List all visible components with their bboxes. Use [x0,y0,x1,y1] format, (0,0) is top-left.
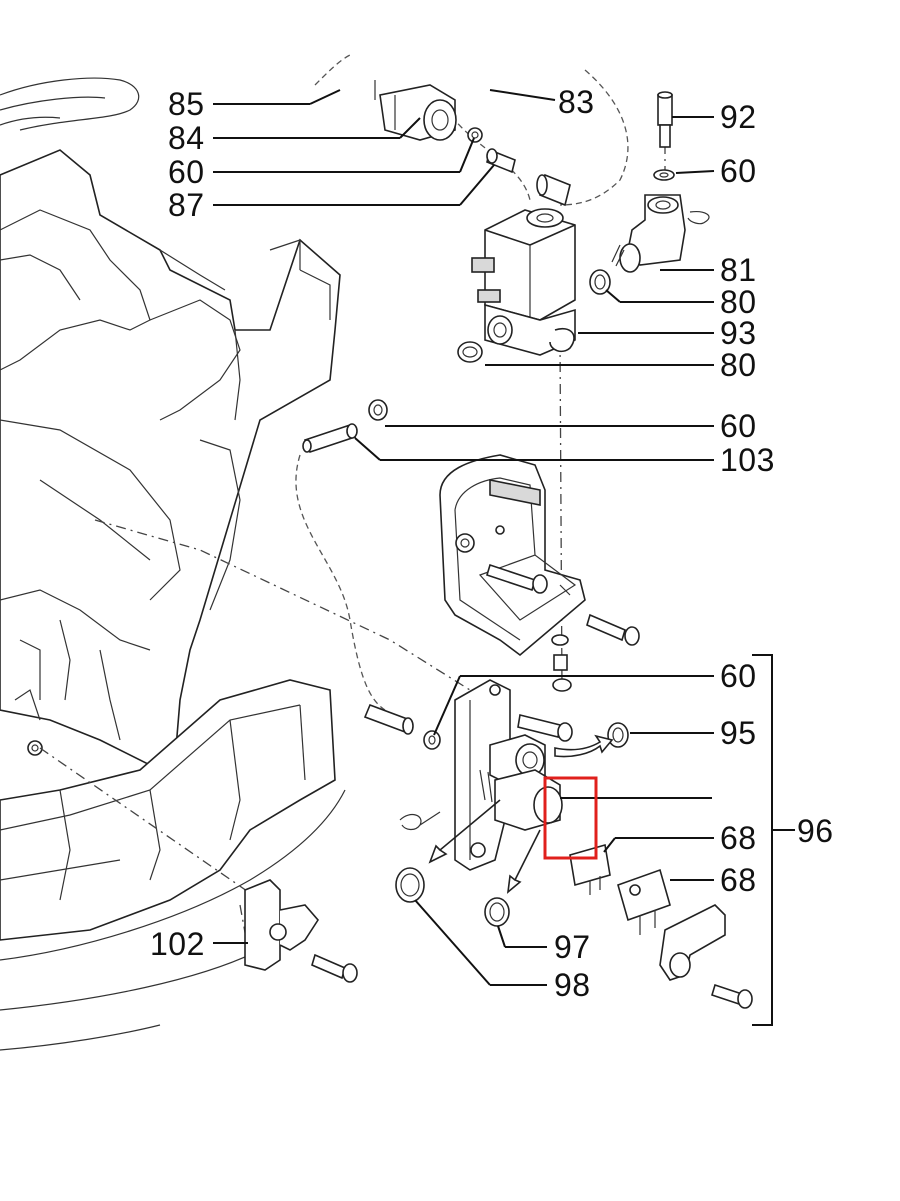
part-60-washer-mid [368,399,388,421]
part-93-solenoid-valve [471,208,576,356]
part-80-oring-right [589,269,611,295]
highlight-box [543,776,598,860]
assembly-centerlines [39,54,666,961]
part-68-microswitch-b [617,868,671,935]
lower-pin [363,703,414,735]
part-sleeve-top [536,173,571,207]
bracket-screws [486,563,640,646]
small-nut-stack [551,634,572,692]
switch-holder [659,904,753,1009]
callout-92: 92 [720,99,757,135]
leader-lines [213,89,795,1026]
callout-102: 102 [150,926,205,962]
part-81-elbow-fitting [611,194,710,273]
part-60-washer-top [467,127,483,143]
part-87-pin [486,148,516,174]
part-103-pin [302,423,358,453]
callout-60-top: 60 [168,154,205,190]
callout-87: 87 [168,187,205,223]
callout-68-upper: 68 [720,820,757,856]
callout-85: 85 [168,86,205,122]
callout-97: 97 [554,929,591,965]
callout-81: 81 [720,252,757,288]
housing-body [0,77,346,1051]
part-84-valve-body [374,80,457,141]
callout-84: 84 [168,120,205,156]
mounting-bracket [439,454,586,657]
callout-60-lower: 60 [720,658,757,694]
callout-68-lower: 68 [720,862,757,898]
callout-60-right: 60 [720,153,757,189]
part-80-oring-left [457,341,483,363]
part-102-clip [244,879,358,983]
callout-95: 95 [720,715,757,751]
part-95-oring [607,722,629,748]
callout-83: 83 [558,84,595,120]
part-97-ring [484,897,510,927]
part-68-microswitch-a [569,843,611,895]
part-60-washer-lower [423,730,441,750]
callout-93: 93 [720,315,757,351]
callout-80-lower: 80 [720,347,757,383]
part-98-ring [395,867,425,903]
callout-60-mid: 60 [720,408,757,444]
part-92-stem [657,91,673,148]
callout-labels: 85 84 60 87 83 92 60 81 80 93 80 60 103 … [150,84,834,1003]
callout-103: 103 [720,442,775,478]
flow-arrows [428,734,614,894]
callout-96: 96 [797,813,834,849]
callout-98: 98 [554,967,591,1003]
callout-80-upper: 80 [720,284,757,320]
part-60-washer-right [653,169,675,181]
